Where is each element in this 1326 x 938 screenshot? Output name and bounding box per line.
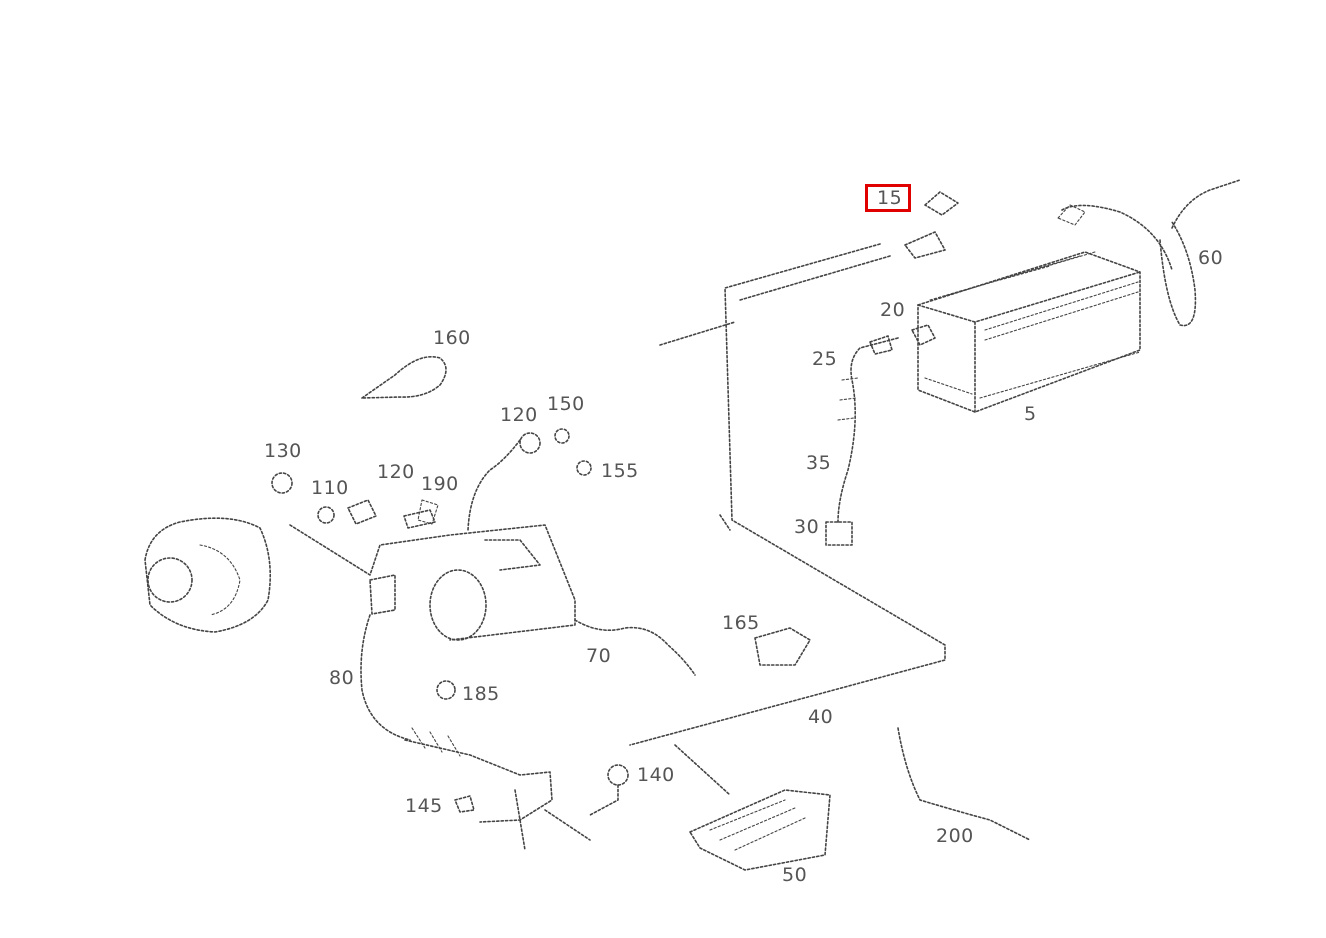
fasteners-part — [271, 428, 592, 531]
callout-80[interactable]: 80 — [329, 667, 355, 689]
starter-part — [289, 524, 576, 741]
cable-40-part — [629, 243, 946, 746]
callout-120-upper[interactable]: 120 — [500, 404, 538, 426]
battery-part — [917, 251, 1141, 413]
callout-30[interactable]: 30 — [794, 516, 820, 538]
part-160 — [361, 356, 447, 399]
cable-200-part — [897, 727, 1031, 841]
callout-145[interactable]: 145 — [405, 795, 443, 817]
callout-120-lower[interactable]: 120 — [377, 461, 415, 483]
callout-70[interactable]: 70 — [586, 645, 612, 667]
callout-200[interactable]: 200 — [936, 825, 974, 847]
alternator-part — [144, 517, 272, 633]
callout-60[interactable]: 60 — [1198, 247, 1224, 269]
callout-110[interactable]: 110 — [311, 477, 349, 499]
callout-15[interactable]: 15 — [865, 184, 912, 212]
lower-connector-part — [404, 727, 591, 851]
callout-130[interactable]: 130 — [264, 440, 302, 462]
fitting-part — [436, 680, 629, 816]
ground-cable-part — [825, 324, 936, 546]
callout-165[interactable]: 165 — [722, 612, 760, 634]
clamp-15-part — [904, 191, 959, 259]
junction-50-part — [674, 744, 831, 871]
callout-25[interactable]: 25 — [812, 348, 838, 370]
callout-50[interactable]: 50 — [782, 864, 808, 886]
callout-160[interactable]: 160 — [433, 327, 471, 349]
callout-20[interactable]: 20 — [880, 299, 906, 321]
callout-140[interactable]: 140 — [637, 764, 675, 786]
callout-40[interactable]: 40 — [808, 706, 834, 728]
callout-190[interactable]: 190 — [421, 473, 459, 495]
callout-185[interactable]: 185 — [462, 683, 500, 705]
cable-60-part — [1057, 179, 1241, 327]
callout-150[interactable]: 150 — [547, 393, 585, 415]
callout-35[interactable]: 35 — [806, 452, 832, 474]
callout-5[interactable]: 5 — [1024, 403, 1037, 425]
box-165-part — [754, 627, 811, 666]
cable-70-part — [574, 619, 696, 676]
callout-155[interactable]: 155 — [601, 460, 639, 482]
